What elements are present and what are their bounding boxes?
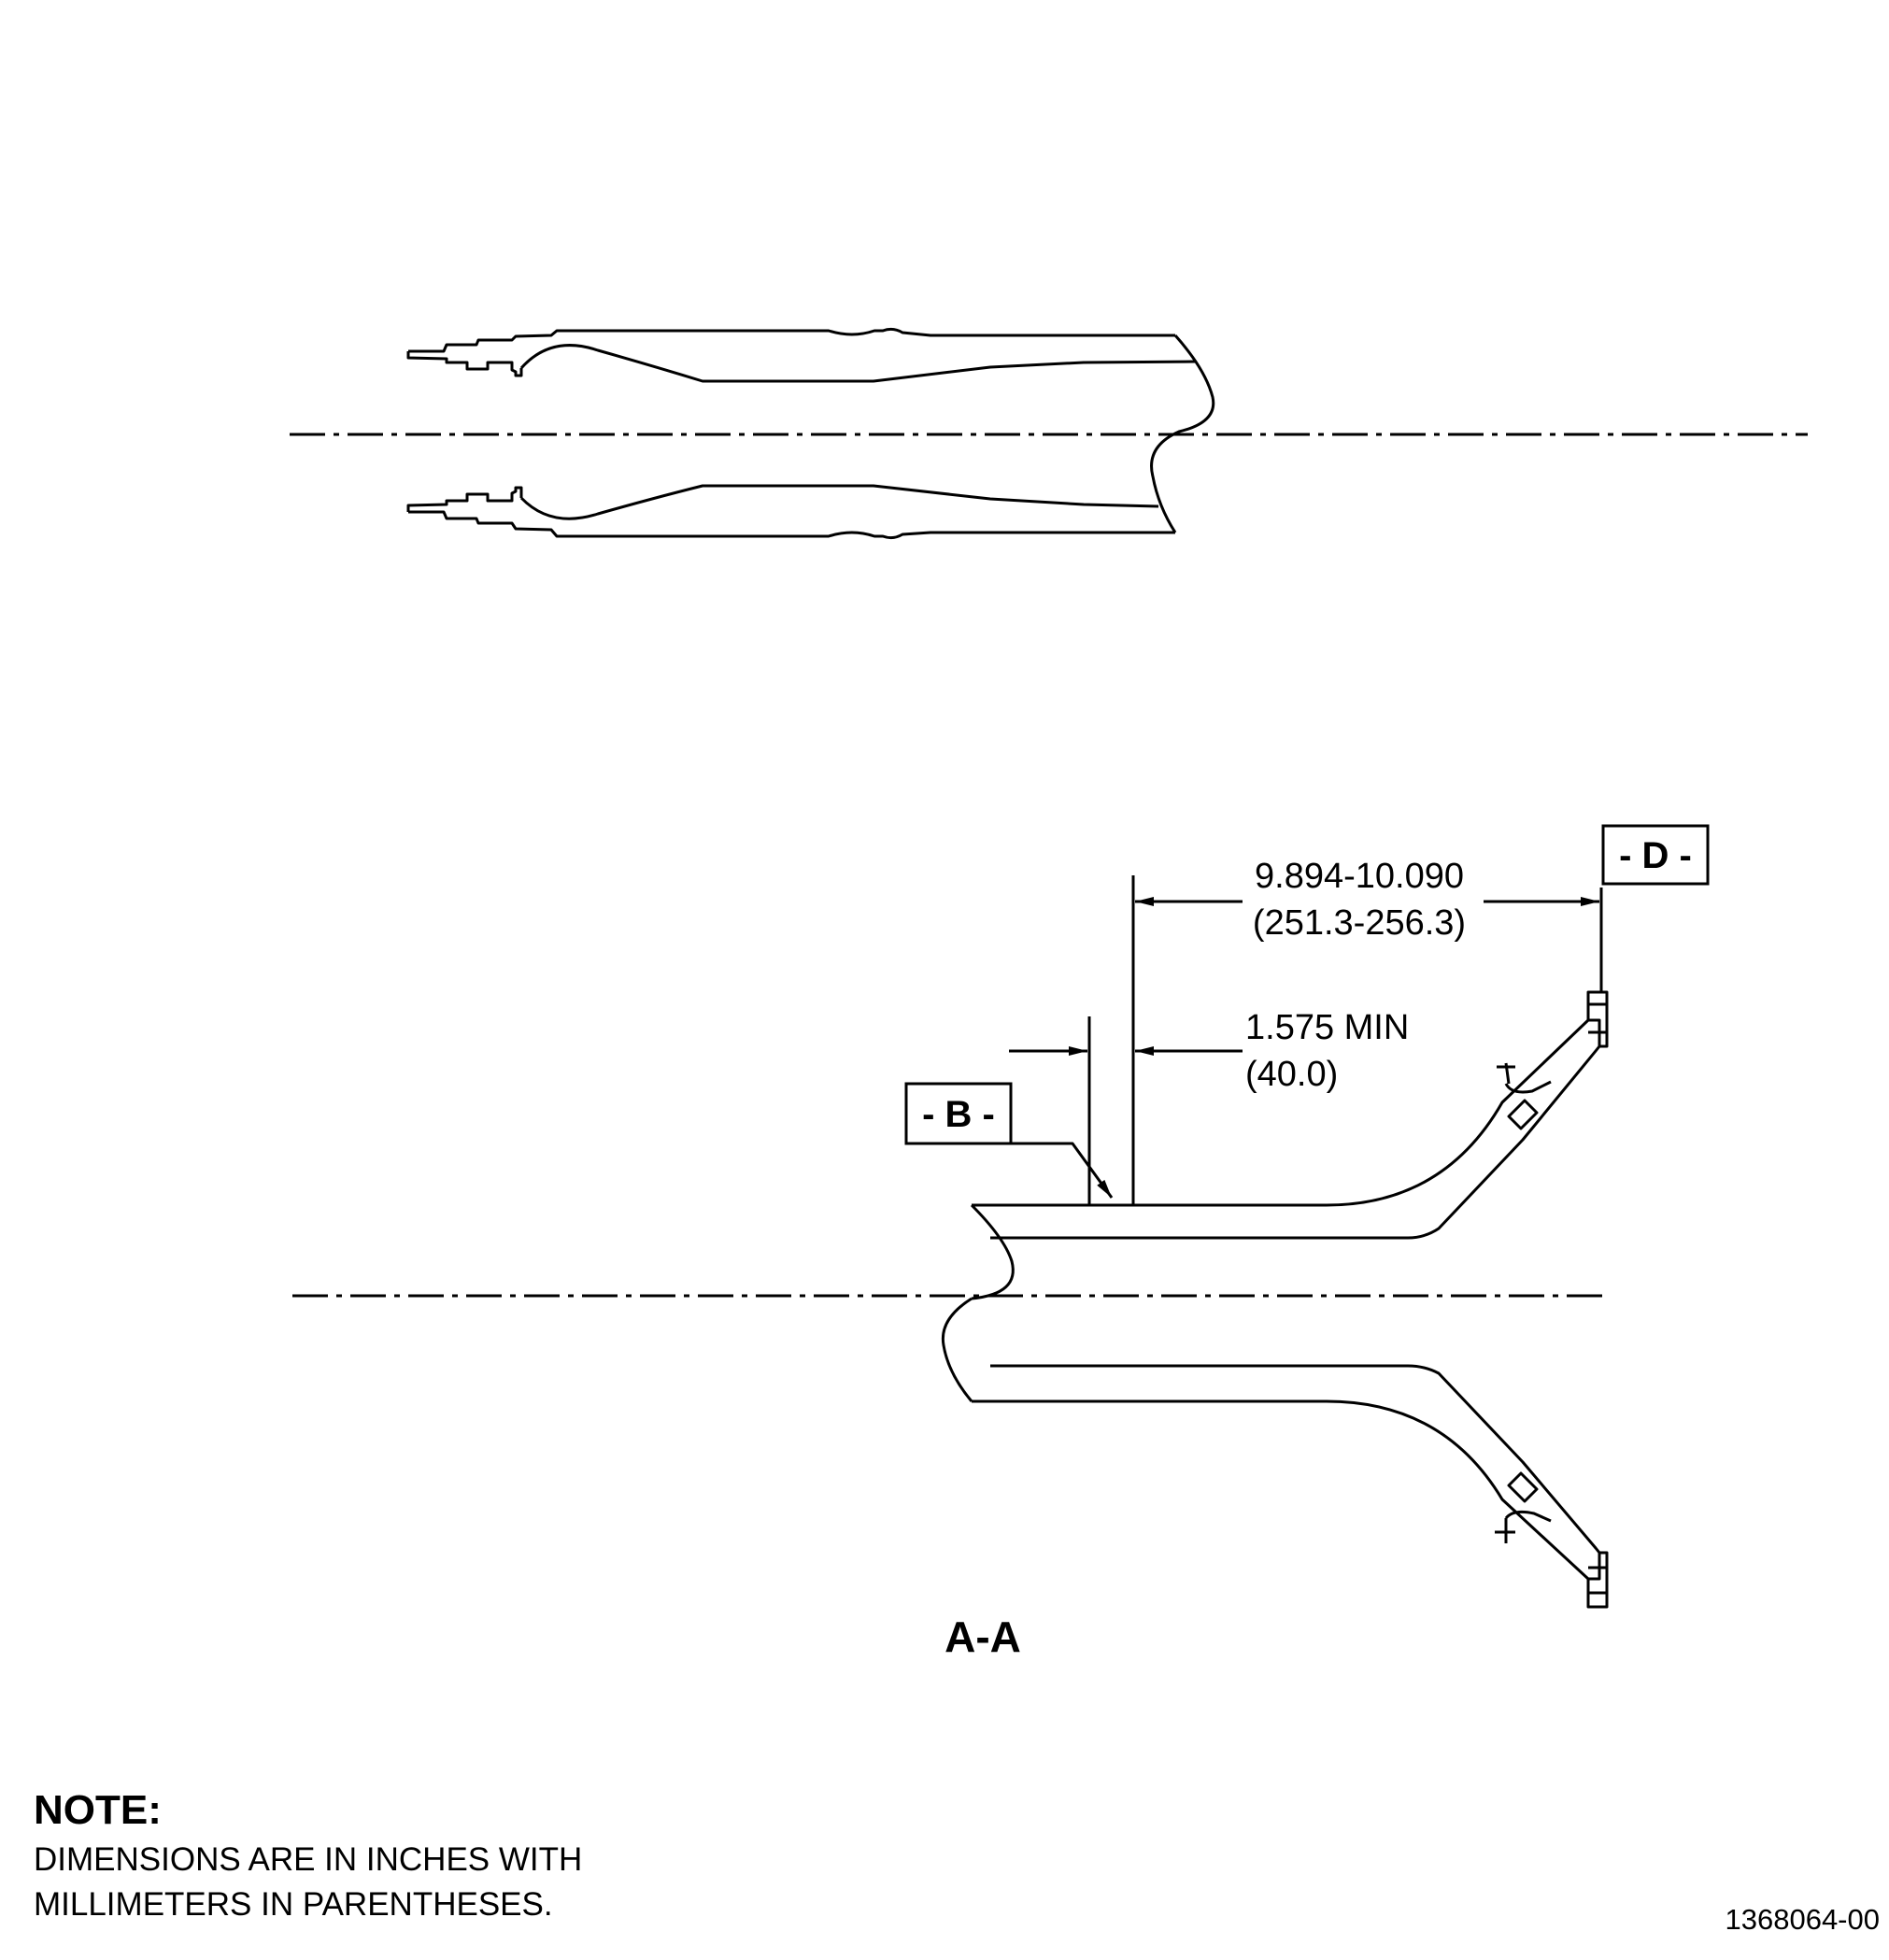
dim-offset-inches: 1.575 MIN bbox=[1245, 1008, 1409, 1047]
section-upper-outer bbox=[972, 1018, 1601, 1240]
dim-offset-mm: (40.0) bbox=[1245, 1055, 1338, 1094]
note-line-1: DIMENSIONS ARE IN INCHES WITH bbox=[34, 1841, 582, 1878]
section-lower-web-mark bbox=[1507, 1471, 1539, 1503]
datum-b-leader bbox=[1011, 1142, 1114, 1199]
section-lower-outer bbox=[972, 1364, 1601, 1581]
top-view-shaft bbox=[290, 327, 1808, 540]
top-shaft-break-line bbox=[1150, 334, 1215, 533]
top-shaft-upper-end bbox=[406, 351, 523, 377]
datum-d-label: - D - bbox=[1619, 835, 1692, 876]
dim-overall-inches: 9.894-10.090 bbox=[1255, 857, 1464, 896]
dim-overall-mm: (251.3-256.3) bbox=[1253, 903, 1466, 943]
note-title: NOTE: bbox=[34, 1787, 162, 1833]
document-number: 1368064-00 bbox=[1726, 1903, 1881, 1936]
section-upper-lug bbox=[1497, 1062, 1552, 1094]
section-view-aa: 9.894-10.090 (251.3-256.3) 1.575 MIN (40… bbox=[292, 824, 1710, 1661]
section-lower-break bbox=[941, 1297, 973, 1402]
top-shaft-lower-end bbox=[406, 486, 523, 512]
top-shaft-upper-outer bbox=[408, 327, 1175, 353]
section-upper-web-mark bbox=[1507, 1099, 1539, 1130]
note-line-2: MILLIMETERS IN PARENTHESES. bbox=[34, 1886, 553, 1923]
top-shaft-upper-bore bbox=[519, 344, 1197, 383]
notes-block: NOTE: DIMENSIONS ARE IN INCHES WITH MILL… bbox=[34, 1787, 582, 1923]
section-label: A-A bbox=[944, 1612, 1021, 1661]
section-lower-flange-lines bbox=[1588, 1566, 1607, 1595]
section-upper-break bbox=[970, 1203, 1015, 1300]
datum-d-frame bbox=[1601, 824, 1710, 886]
section-lower-flange bbox=[1586, 1551, 1609, 1609]
top-shaft-lower-outer bbox=[408, 510, 1175, 540]
section-lower-lug bbox=[1495, 1510, 1552, 1543]
section-upper-flange-lines bbox=[1588, 1002, 1607, 1034]
datum-b-label: - B - bbox=[922, 1094, 995, 1135]
section-upper-flange bbox=[1586, 990, 1609, 1048]
top-shaft-lower-bore bbox=[519, 484, 1159, 520]
datum-b-frame bbox=[904, 1082, 1013, 1145]
